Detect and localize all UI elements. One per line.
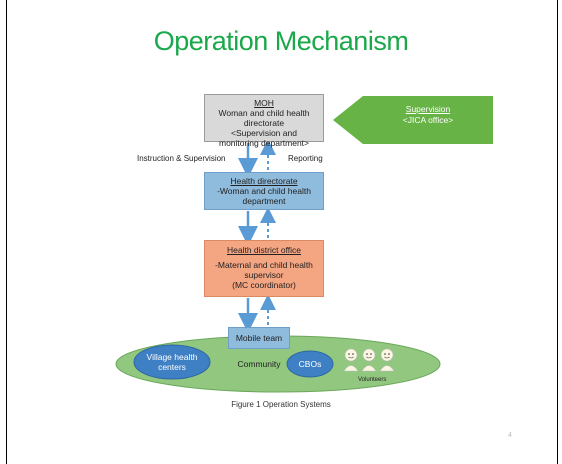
supervision-sub: <JICA office> <box>402 115 454 125</box>
health-district-line: -Maternal and child health <box>215 260 313 270</box>
health-directorate-box: Health directorate -Woman and child heal… <box>204 172 324 210</box>
health-directorate-heading: Health directorate <box>230 176 298 186</box>
village-health-centers-label: Village health centers <box>140 352 204 372</box>
health-district-line: (MC coordinator) <box>232 280 296 290</box>
cbos-label: CBOs <box>298 359 322 369</box>
slide-left-border <box>6 0 7 464</box>
health-district-heading: Health district office <box>226 245 301 255</box>
moh-line: Woman and child health <box>218 108 310 118</box>
moh-line: <Supervision and <box>231 128 297 138</box>
village-line: centers <box>158 362 186 372</box>
moh-line: monitoring department> <box>218 138 309 148</box>
reporting-label: Reporting <box>288 154 323 163</box>
supervision-heading: Supervision <box>405 104 451 114</box>
supervision-label: Supervision <JICA office> <box>363 104 493 126</box>
moh-heading: MOH <box>254 98 274 108</box>
instruction-label: Instruction & Supervision <box>137 154 226 163</box>
village-line: Village health <box>146 352 198 362</box>
mobile-team-box: Mobile team <box>228 327 290 349</box>
health-district-line: supervisor <box>244 270 284 280</box>
health-directorate-line: -Woman and child health <box>217 186 311 196</box>
supervision-arrow-shape <box>333 96 493 144</box>
volunteers-label: Volunteers <box>358 377 387 383</box>
health-district-box: Health district office -Maternal and chi… <box>204 240 324 297</box>
smiley-person-icon <box>343 348 359 372</box>
smiley-person-icon <box>379 348 395 372</box>
slide-title: Operation Mechanism <box>153 26 409 56</box>
slide-right-border <box>557 0 558 464</box>
cbos-ellipse <box>286 350 334 378</box>
moh-line: directorate <box>243 118 285 128</box>
page-number: 4 <box>508 432 512 439</box>
moh-box: MOH Woman and child health directorate <… <box>204 94 324 148</box>
health-directorate-line: department <box>242 196 286 206</box>
figure-caption: Figure 1 Operation Systems <box>231 400 331 409</box>
smiley-person-icon <box>361 348 377 372</box>
community-label: Community <box>237 359 281 369</box>
village-health-ellipse <box>133 344 211 380</box>
